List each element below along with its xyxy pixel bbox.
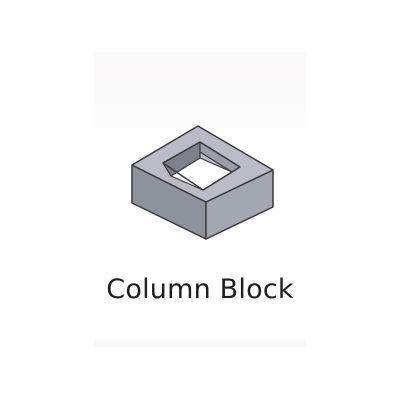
product-caption: Column Block xyxy=(106,274,294,305)
background-band-bottom xyxy=(94,335,306,347)
hole-rim xyxy=(162,141,241,191)
background-band-top xyxy=(94,52,306,128)
